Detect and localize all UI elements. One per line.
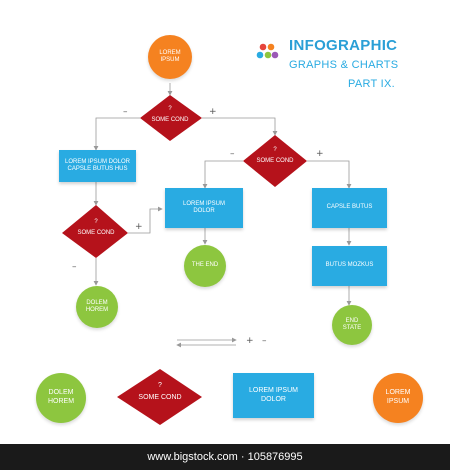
- legend-minus: –: [262, 336, 267, 346]
- decision3-no: –: [72, 262, 77, 272]
- header-title: INFOGRAPHIC: [289, 37, 398, 54]
- decision2-mark: ?: [273, 147, 277, 153]
- end-node-left: DOLEM HOREM: [76, 286, 118, 328]
- header-subtitle: GRAPHS & CHARTS: [289, 59, 399, 71]
- box-left-label: LOREM IPSUM DOLOR CAPSLE BUTUS HUS: [64, 158, 130, 173]
- logo-dot-5: [271, 51, 279, 59]
- connector-d2-boxright: [307, 160, 352, 189]
- legend-diamond-mark: ?: [158, 382, 162, 389]
- logo-dot-1: [259, 43, 267, 51]
- end-state-label: END STATE: [342, 317, 362, 332]
- legend-circle-green-label: DOLEM HOREM: [47, 389, 75, 405]
- diamond-d2: [243, 135, 307, 187]
- decision1-yes: +: [209, 107, 217, 117]
- decision1-no: –: [123, 107, 128, 117]
- box-right2-label: BUTUS MOZKUS: [325, 262, 374, 269]
- legend-circle-orange-label: LOREM IPSUM: [385, 389, 411, 405]
- logo-dots: [256, 43, 279, 59]
- decision2-label: SOME COND: [256, 158, 294, 164]
- box-left: LOREM IPSUM DOLOR CAPSLE BUTUS HUS: [59, 150, 136, 182]
- legend-diamond-label: SOME COND: [138, 394, 182, 401]
- start-node: LOREM IPSUM: [148, 35, 192, 79]
- decision2-no: –: [230, 149, 235, 159]
- start-label: LOREM IPSUM: [159, 49, 181, 64]
- logo-dot-4: [264, 51, 272, 59]
- end-node-left-label: DOLEM HOREM: [85, 299, 109, 314]
- legend-plus: +: [246, 336, 254, 346]
- decision1-label: SOME COND: [151, 117, 189, 123]
- legend-circle-green: DOLEM HOREM: [36, 373, 86, 423]
- diamond-d1: [140, 95, 202, 141]
- diamonds: [62, 95, 307, 425]
- legend-box-label: LOREM IPSUM DOLOR: [248, 386, 298, 403]
- connectors: [93, 83, 352, 348]
- logo-dot-3: [256, 51, 264, 59]
- box-right2: BUTUS MOZKUS: [312, 246, 387, 286]
- decision3-mark: ?: [94, 219, 98, 225]
- diamond-legend: [117, 369, 202, 425]
- decision2-yes: +: [316, 149, 324, 159]
- connector-d1-d2: [202, 117, 278, 136]
- legend-box: LOREM IPSUM DOLOR: [233, 373, 314, 418]
- watermark-footer: www.bigstock.com · 105876995: [0, 444, 450, 470]
- watermark-text: www.bigstock.com · 105876995: [147, 451, 303, 463]
- the-end-label: THE END: [191, 262, 219, 269]
- legend-circle-orange: LOREM IPSUM: [373, 373, 423, 423]
- connector-d3-boxmid: [128, 206, 163, 234]
- connector-d1-boxleft: [93, 117, 140, 151]
- logo-dot-2: [267, 43, 275, 51]
- box-right: CAPSLE BUTUS: [312, 188, 387, 228]
- decision3-label: SOME COND: [77, 230, 115, 236]
- decision1-mark: ?: [168, 106, 172, 112]
- box-right-label: CAPSLE BUTUS: [326, 204, 373, 211]
- box-mid-label: LOREM IPSUM DOLOR: [182, 200, 225, 215]
- end-state-node: END STATE: [332, 305, 372, 345]
- header-part: PART IX.: [348, 78, 396, 90]
- box-mid: LOREM IPSUM DOLOR: [165, 188, 243, 228]
- diamond-d3: [62, 205, 128, 258]
- the-end-node: THE END: [184, 245, 226, 287]
- decision3-yes: +: [135, 222, 143, 232]
- connector-d2-boxmid: [202, 160, 243, 189]
